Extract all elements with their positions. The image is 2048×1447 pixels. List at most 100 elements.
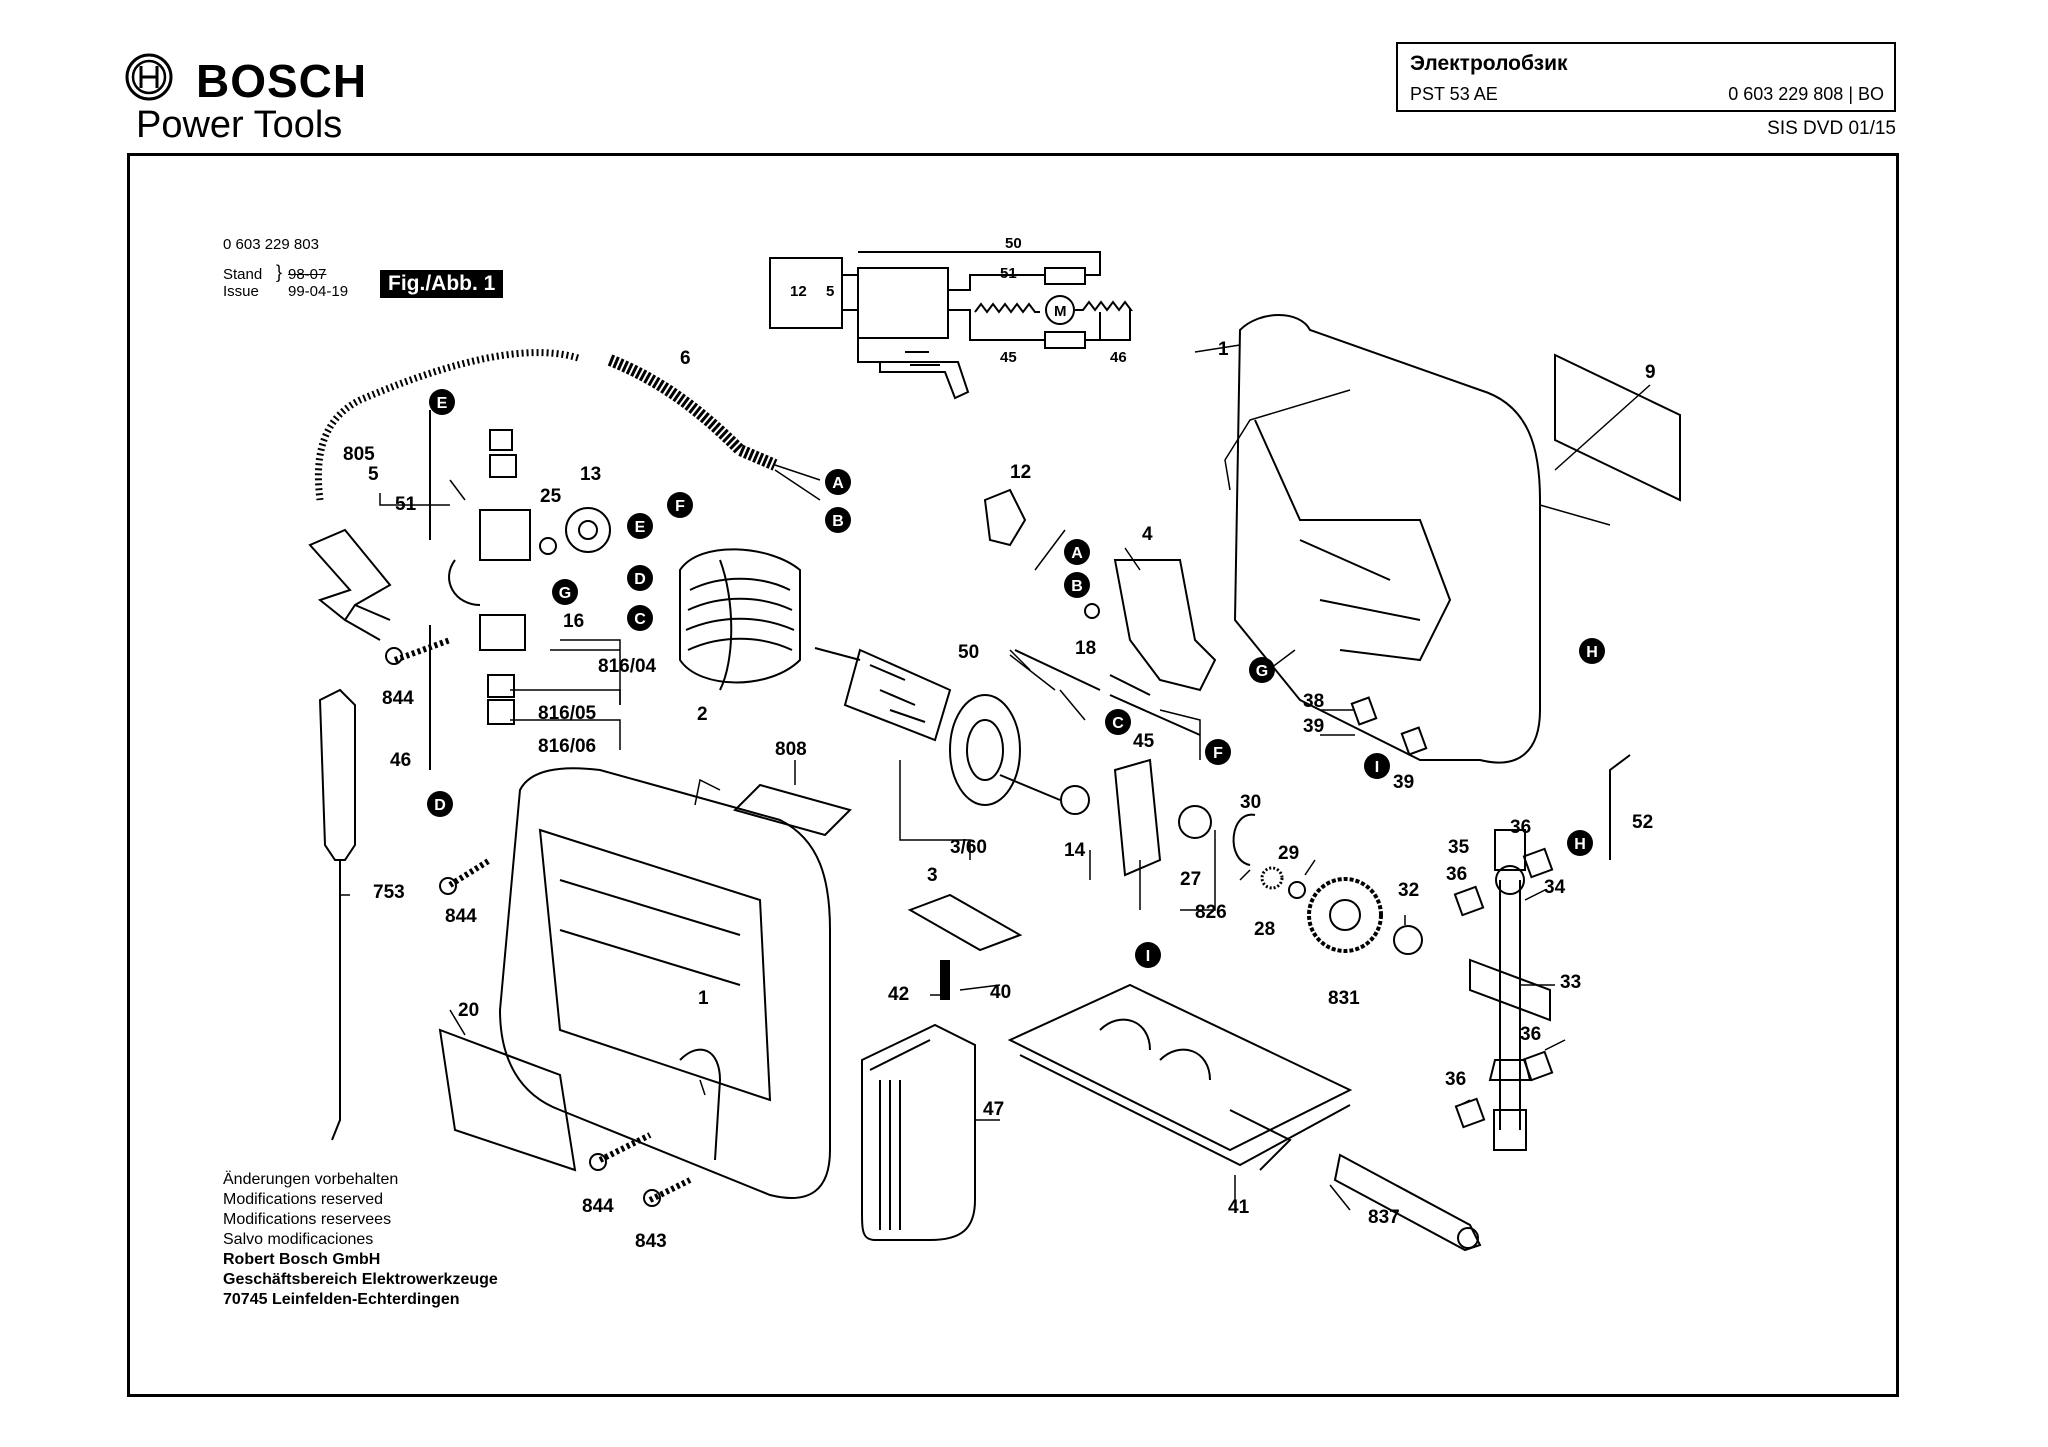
part-label: 14 <box>1064 840 1086 861</box>
svg-text:A: A <box>1071 545 1083 562</box>
part-label: 16 <box>563 611 584 632</box>
part-label: 844 <box>382 688 414 709</box>
company-address: 70745 Leinfelden-Echterdingen <box>223 1291 460 1308</box>
brace-mark: } <box>276 262 283 282</box>
old-date: 98-07 <box>288 266 327 283</box>
part-number: 0 603 229 808 | BO <box>1728 84 1884 104</box>
wiring-label-51: 51 <box>1000 265 1017 282</box>
switch <box>983 488 1217 736</box>
title-block: Электролобзик PST 53 AE 0 603 229 808 | … <box>1396 42 1896 112</box>
connector-I-plate: I <box>1135 942 1161 968</box>
part-label: 25 <box>540 486 562 507</box>
connector-F-stator: F <box>667 492 693 518</box>
part-label: 36 <box>1445 1069 1466 1090</box>
product-model: PST 53 AE <box>1410 84 1498 104</box>
part-label: 1 <box>698 988 709 1009</box>
brand-name: BOSCH <box>196 55 368 107</box>
part-label: 1 <box>1218 339 1229 360</box>
wiring-label-45: 45 <box>1000 349 1017 366</box>
part-label: 34 <box>1544 877 1566 898</box>
part-label: 805 <box>343 444 375 465</box>
part-label: 38 <box>1303 691 1324 712</box>
power-cord <box>308 349 821 641</box>
company-name: Robert Bosch GmbH <box>223 1251 381 1268</box>
part-label: 844 <box>445 906 477 927</box>
connector-B-cord: B <box>825 507 851 533</box>
part-label: 844 <box>582 1196 614 1217</box>
svg-text:G: G <box>559 585 571 602</box>
part-label: 816/05 <box>538 703 597 724</box>
housing-left <box>498 767 831 1199</box>
part-label: 47 <box>983 1099 1004 1120</box>
svg-text:E: E <box>635 519 646 536</box>
connector-E-stator: E <box>627 513 653 539</box>
note-line: Modifications reservees <box>223 1211 392 1228</box>
bosch-armature-icon <box>125 53 173 101</box>
part-label: 20 <box>458 1000 479 1021</box>
source-label: SIS DVD 01/15 <box>1767 118 1896 139</box>
part-label: 35 <box>1448 837 1470 858</box>
drive-gear <box>1260 866 1383 953</box>
wiring-motor-label: M <box>1054 303 1067 320</box>
connector-badges: A B C D E F E G D A B C F G H I H I <box>427 389 1605 968</box>
connector-F-switch: F <box>1205 739 1231 765</box>
part-label: 29 <box>1278 843 1299 864</box>
screwdriver <box>318 688 356 1141</box>
svg-text:F: F <box>1213 745 1223 762</box>
svg-text:G: G <box>1256 663 1268 680</box>
wiring-schematic <box>769 251 1133 400</box>
part-label: 40 <box>990 982 1011 1003</box>
base-number: 0 603 229 803 <box>223 236 319 253</box>
product-name: Электролобзик <box>1410 52 1568 75</box>
connector-I-housing: I <box>1364 753 1390 779</box>
part-label: 753 <box>373 882 405 903</box>
issue-label: Issue <box>223 283 259 300</box>
note-line: Modifications reserved <box>223 1191 384 1208</box>
part-label: 36 <box>1520 1024 1541 1045</box>
connector-C-switch: C <box>1105 709 1131 735</box>
part-label: 3 <box>927 865 938 886</box>
armature <box>814 647 1061 806</box>
connector-H-plunger: H <box>1567 830 1593 856</box>
part-label: 30 <box>1240 792 1261 813</box>
part-label: 2 <box>697 704 708 725</box>
wiring-label-50: 50 <box>1005 235 1022 252</box>
svg-text:C: C <box>634 611 646 628</box>
svg-text:D: D <box>634 571 646 588</box>
part-label: 3/60 <box>950 837 987 858</box>
part-label: 51 <box>395 494 417 515</box>
part-label: 843 <box>635 1231 667 1252</box>
brush-assembly <box>393 410 531 770</box>
svg-text:I: I <box>1375 759 1379 776</box>
issue-date: 99-04-19 <box>288 283 349 300</box>
part-label: 808 <box>775 739 807 760</box>
part-label: 32 <box>1398 880 1419 901</box>
wiring-label-12: 12 <box>790 283 807 300</box>
brand-division: Power Tools <box>136 104 343 146</box>
svg-text:E: E <box>437 395 448 412</box>
note-line: Änderungen vorbehalten <box>223 1171 399 1188</box>
part-label: 42 <box>888 984 909 1005</box>
connector-A-switch: A <box>1064 539 1090 565</box>
connector-H-housing: H <box>1579 638 1605 664</box>
svg-text:I: I <box>1146 948 1150 965</box>
note-line: Salvo modificaciones <box>223 1231 374 1248</box>
part-label: 837 <box>1368 1207 1400 1228</box>
connector-B-switch: B <box>1064 572 1090 598</box>
svg-text:C: C <box>1112 715 1124 732</box>
part-label: 826 <box>1195 902 1227 923</box>
part-label: 6 <box>680 348 691 369</box>
svg-text:H: H <box>1586 644 1598 661</box>
part-label: 28 <box>1254 919 1275 940</box>
part-label: 816/04 <box>598 656 657 677</box>
housing-right <box>1233 314 1541 764</box>
svg-text:H: H <box>1574 836 1586 853</box>
drawing-frame <box>127 153 1899 1397</box>
part-label: 39 <box>1303 716 1324 737</box>
wiring-label-46: 46 <box>1110 349 1127 366</box>
part-label: 52 <box>1632 812 1653 833</box>
stator <box>679 548 801 691</box>
connector-G-brush: G <box>552 579 578 605</box>
base-plate <box>1007 983 1353 1171</box>
